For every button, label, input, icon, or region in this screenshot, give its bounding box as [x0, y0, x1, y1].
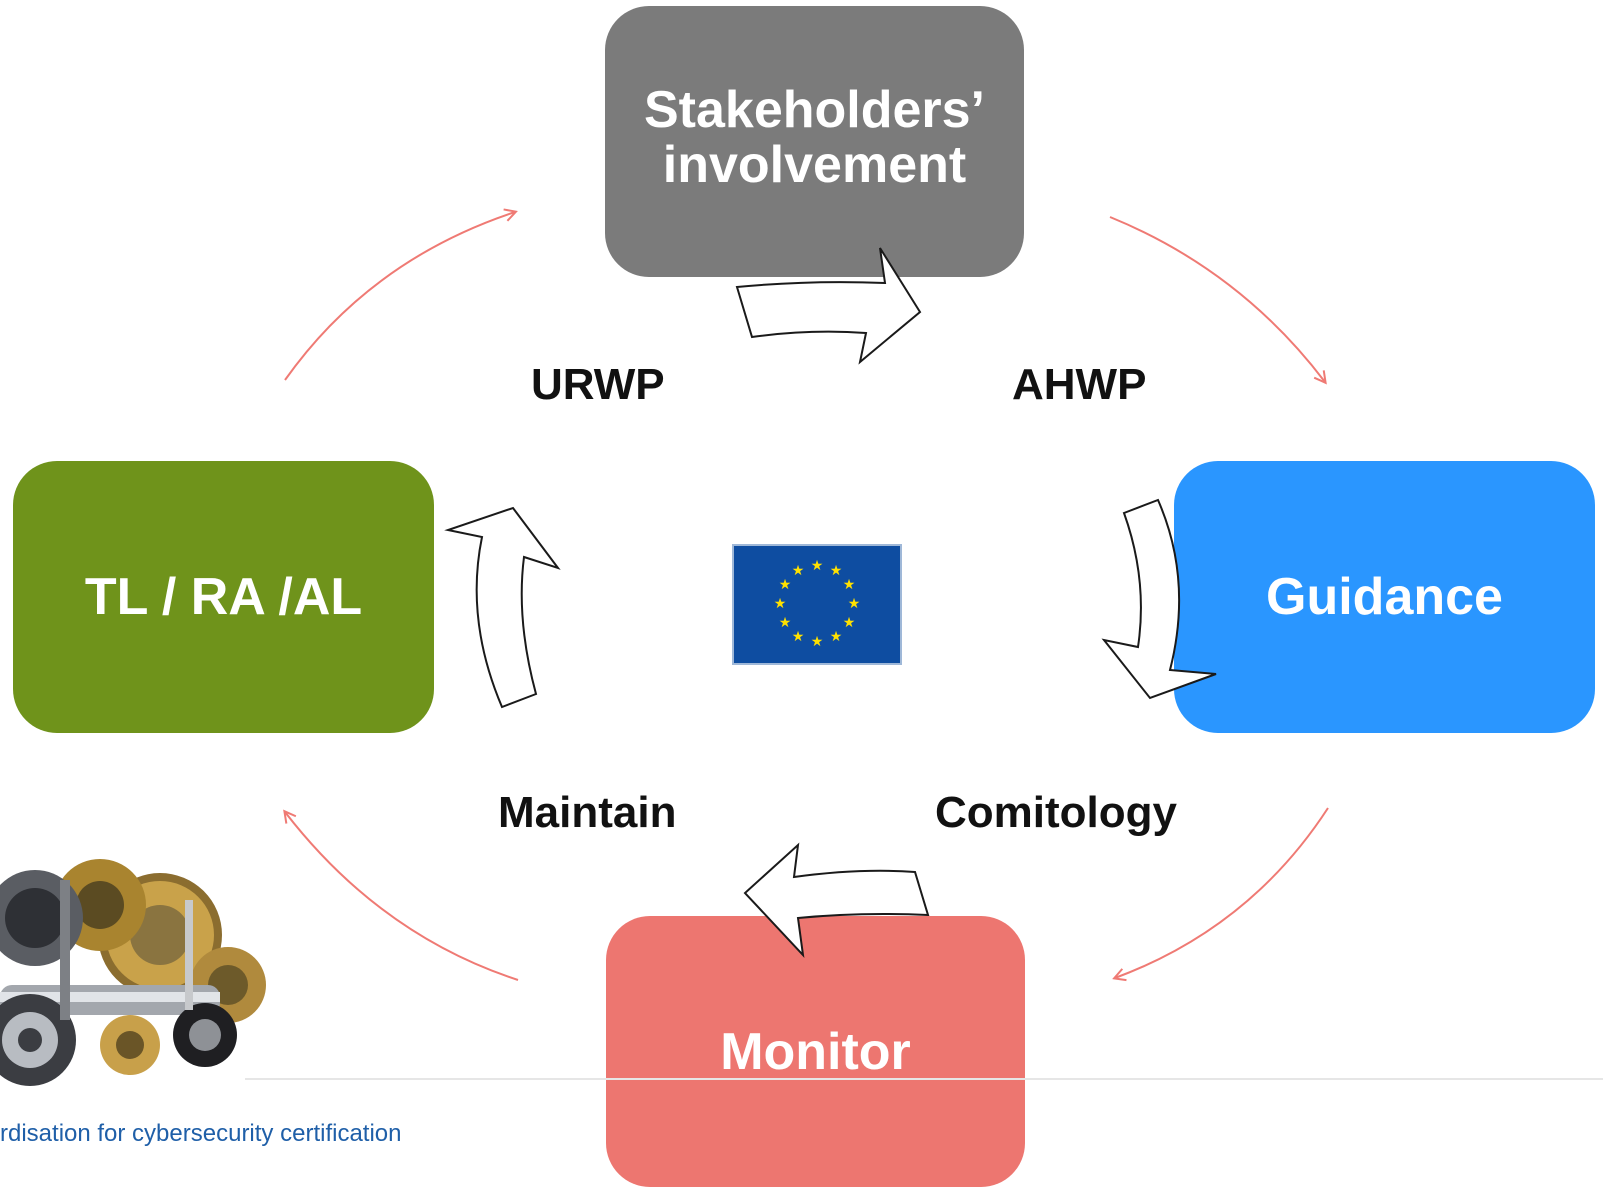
- svg-text:★: ★: [830, 629, 843, 645]
- monitor-box: Monitor: [606, 916, 1025, 1187]
- svg-text:★: ★: [774, 596, 787, 612]
- svg-text:★: ★: [779, 577, 792, 593]
- maintain-label: Maintain: [498, 788, 677, 837]
- eu-flag-icon: ★ ★ ★ ★ ★ ★ ★ ★ ★ ★ ★ ★: [732, 544, 902, 665]
- cycle-arrow-top-left: [284, 212, 515, 381]
- block-arrow-right: [1101, 498, 1217, 700]
- svg-text:★: ★: [811, 558, 824, 574]
- svg-text:★: ★: [843, 615, 856, 631]
- urwp-label: URWP: [531, 360, 665, 409]
- comitology-label: Comitology: [935, 788, 1177, 837]
- svg-text:★: ★: [843, 577, 856, 593]
- svg-text:★: ★: [830, 563, 843, 579]
- cycle-arrow-bottom-right: [1115, 807, 1329, 978]
- svg-text:★: ★: [779, 615, 792, 631]
- cycle-arrow-bottom-left: [285, 812, 519, 981]
- svg-text:★: ★: [792, 563, 805, 579]
- stakeholders-line-1: Stakeholders’: [643, 80, 986, 139]
- block-arrow-top: [735, 247, 922, 365]
- svg-text:★: ★: [811, 634, 824, 650]
- tl-ra-al-box: TL / RA /AL: [13, 461, 434, 733]
- gearbox-image: [0, 859, 266, 1086]
- block-arrow-bottom: [743, 842, 930, 958]
- tl-ra-al-label: TL / RA /AL: [84, 568, 363, 626]
- stakeholders-involvement-box: Stakeholders’ involvement: [605, 6, 1024, 277]
- svg-text:★: ★: [848, 596, 861, 612]
- monitor-label: Monitor: [720, 1022, 911, 1081]
- footer-divider: [245, 1078, 1603, 1080]
- block-arrow-left: [444, 506, 561, 709]
- guidance-label: Guidance: [1266, 568, 1503, 626]
- guidance-box: Guidance: [1174, 461, 1595, 733]
- cycle-arrow-top-right: [1109, 216, 1325, 382]
- stakeholders-line-2: involvement: [662, 135, 967, 194]
- svg-text:★: ★: [792, 629, 805, 645]
- ahwp-label: AHWP: [1012, 360, 1147, 409]
- footer-text: rdisation for cybersecurity certificatio…: [0, 1120, 402, 1147]
